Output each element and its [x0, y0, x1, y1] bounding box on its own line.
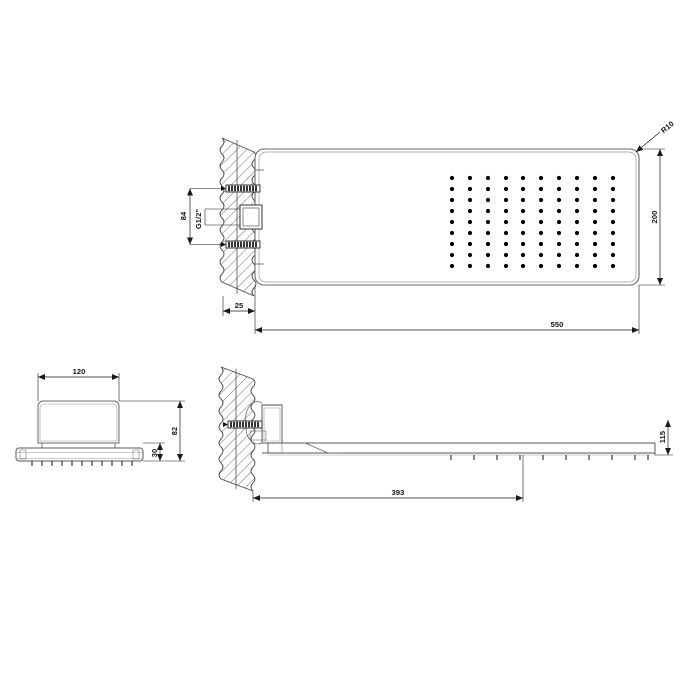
dim-115-label: 115: [658, 431, 667, 443]
side-bolt-thread: [230, 421, 259, 428]
plan-connector-block: [239, 169, 264, 265]
dim-200-label: 200: [650, 211, 659, 224]
dimension-120: 120: [37, 367, 120, 401]
side-section-view: 393 115: [218, 366, 673, 502]
dim-84-label: 84: [179, 211, 188, 220]
wall-hatched-body: [219, 137, 257, 297]
front-body-inner: [39, 403, 118, 442]
dimension-30: 30: [143, 442, 165, 461]
side-bolt-sleeve: [227, 420, 263, 429]
dim-82-label: 82: [170, 427, 179, 436]
bracket-fillet-lower: [245, 426, 263, 445]
dimension-84: 84: [179, 188, 221, 245]
plate-outline: [254, 148, 640, 286]
bracket-recess: [249, 430, 267, 441]
front-body-outline: [37, 400, 120, 444]
lower-bolt-sleeve: [225, 240, 261, 249]
base-plate-end-right: [132, 449, 140, 460]
dimension-25: 25: [222, 285, 256, 316]
side-arm-profile: [262, 442, 656, 456]
shower-plate-body: [254, 148, 640, 286]
plate-inner-outline: [258, 151, 637, 283]
upper-bolt-sleeve: [225, 184, 261, 193]
base-plate-outline: [15, 447, 144, 462]
dimension-200: 200: [639, 148, 665, 286]
lower-bolt-head: [221, 242, 226, 247]
r10-leader-line: [635, 131, 661, 153]
side-wall-hatched-body: [218, 366, 256, 492]
plan-wall-section: [219, 137, 257, 297]
base-plate-end-left: [19, 449, 27, 460]
upper-anchor-bolt: [221, 184, 261, 193]
lower-anchor-bolt: [221, 240, 261, 249]
upper-bolt-head: [221, 186, 226, 191]
callout-thread-g12: G1/2": [194, 209, 240, 230]
front-base-plate: [15, 447, 144, 462]
lower-bolt-thread: [228, 241, 257, 248]
arm-left-step: [262, 443, 269, 454]
dimension-550: 550: [254, 285, 640, 334]
dim-120-label: 120: [73, 367, 86, 376]
arm-chamfer: [304, 442, 340, 454]
dim-25-label: 25: [235, 301, 244, 310]
upper-bolt-thread: [228, 185, 257, 192]
plan-nozzle-grid: [449, 175, 616, 269]
dimension-115: 115: [655, 420, 673, 456]
thread-label: G1/2": [194, 209, 203, 230]
bracket-inner: [263, 407, 281, 442]
side-anchor-bolt: [223, 420, 263, 429]
side-bolt-head: [223, 422, 228, 427]
front-body-block: [37, 400, 120, 451]
plan-view: 84 G1/2" 25 550 200: [179, 119, 676, 334]
dimension-393: 393: [252, 455, 524, 502]
dim-393-label: 393: [392, 488, 405, 497]
front-elevation-view: 120 82 30: [15, 367, 185, 466]
dim-30-label: 30: [150, 449, 159, 458]
dim-550-label: 550: [551, 320, 564, 329]
front-nozzle-ticks: [31, 461, 133, 466]
bracket-body: [261, 404, 283, 444]
inlet-bore: [242, 207, 260, 227]
dimension-82: 82: [119, 400, 185, 462]
side-nozzle-ticks: [450, 455, 649, 460]
side-wall-section: [218, 366, 256, 492]
